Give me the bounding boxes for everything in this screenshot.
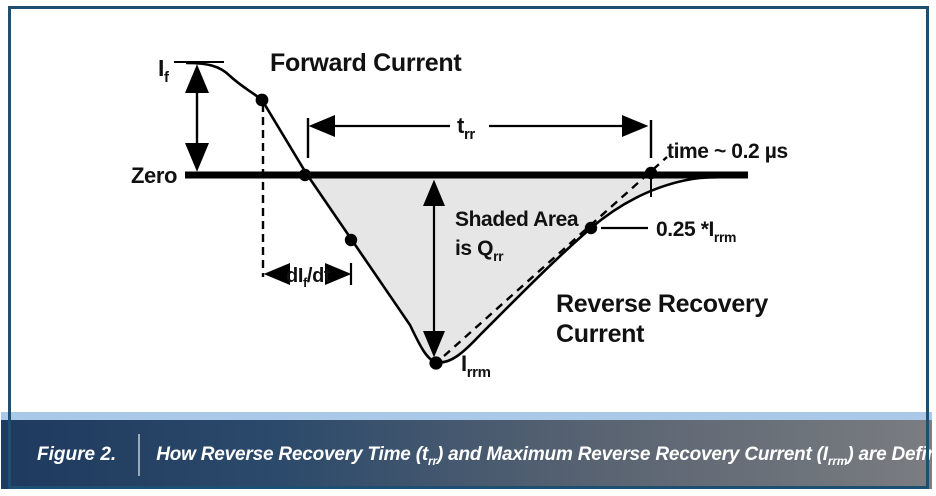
caption-text-post: ) are Defined — [847, 443, 936, 465]
figure-number-label: Figure 2. — [37, 443, 117, 465]
caption-sub-irrm: rrm — [827, 453, 848, 468]
figure-caption-text: How Reverse Recovery Time (trr) and Maxi… — [156, 443, 936, 468]
diagram-area — [11, 9, 926, 412]
caption-text-mid: ) and Maximum Reverse Recovery Current (… — [436, 443, 828, 465]
caption-sub-trr: rr — [427, 453, 437, 468]
caption-divider — [138, 433, 141, 476]
caption-text-pre: How Reverse Recovery Time (t — [156, 443, 428, 465]
caption-bar: Figure 2. How Reverse Recovery Time (trr… — [1, 420, 936, 489]
figure-caption-bar: Figure 2. How Reverse Recovery Time (trr… — [1, 412, 936, 489]
caption-accent-strip — [1, 412, 932, 420]
